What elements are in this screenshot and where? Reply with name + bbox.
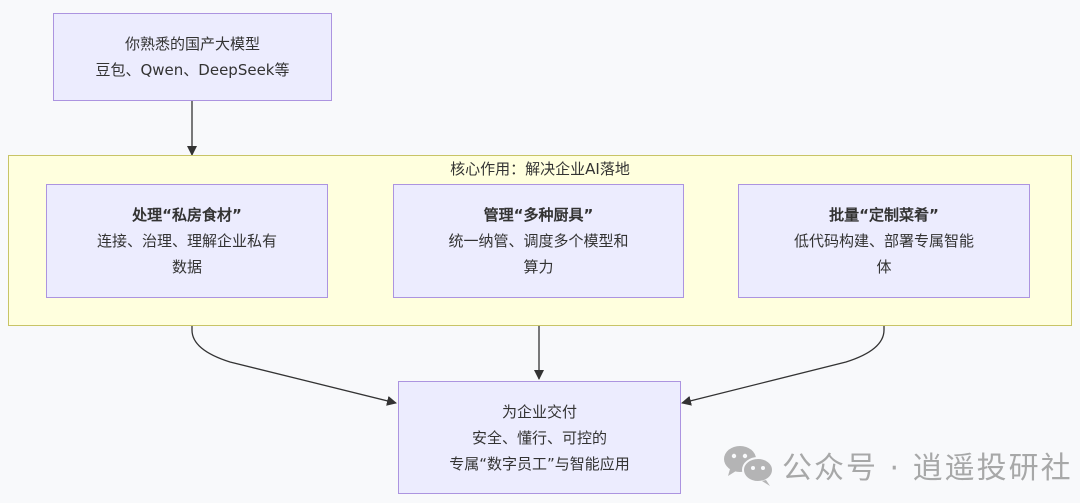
node-title: 批量“定制菜肴” xyxy=(829,206,939,224)
node-multiple-tools: 管理“多种厨具” 统一纳管、调度多个模型和 算力 xyxy=(393,184,684,298)
wechat-icon xyxy=(722,442,776,488)
node-desc-line-1: 连接、治理、理解企业私有 xyxy=(96,232,277,250)
watermark-text: 公众号 · 逍遥投研社 xyxy=(782,451,1073,486)
bottom-node-line-1: 为企业交付 xyxy=(501,402,577,421)
bottom-node-line-3: 专属“数字员工”与智能应用 xyxy=(449,454,630,473)
top-node-line-1: 你熟悉的国产大模型 xyxy=(124,35,260,53)
node-title: 管理“多种厨具” xyxy=(483,206,594,224)
cluster-title: 核心作用：解决企业AI落地 xyxy=(450,160,630,178)
node-desc-line-2: 数据 xyxy=(171,258,202,276)
node-desc-line-2: 算力 xyxy=(523,258,554,276)
watermark: 公众号 · 逍遥投研社 xyxy=(722,442,1073,488)
top-node-domestic-models: 你熟悉的国产大模型 豆包、Qwen、DeepSeek等 xyxy=(53,13,332,101)
bottom-node-delivery: 为企业交付 安全、懂行、可控的 专属“数字员工”与智能应用 xyxy=(398,381,681,494)
node-desc-line-2: 体 xyxy=(876,258,892,276)
top-node-line-2: 豆包、Qwen、DeepSeek等 xyxy=(95,61,290,79)
node-desc-line-1: 统一纳管、调度多个模型和 xyxy=(448,232,629,250)
node-custom-dishes: 批量“定制菜肴” 低代码构建、部署专属智能 体 xyxy=(738,184,1030,298)
node-desc-line-1: 低代码构建、部署专属智能 xyxy=(793,232,974,250)
bottom-node-line-2: 安全、懂行、可控的 xyxy=(471,428,607,447)
node-title: 处理“私房食材” xyxy=(132,206,242,224)
node-private-ingredients: 处理“私房食材” 连接、治理、理解企业私有 数据 xyxy=(46,184,328,298)
